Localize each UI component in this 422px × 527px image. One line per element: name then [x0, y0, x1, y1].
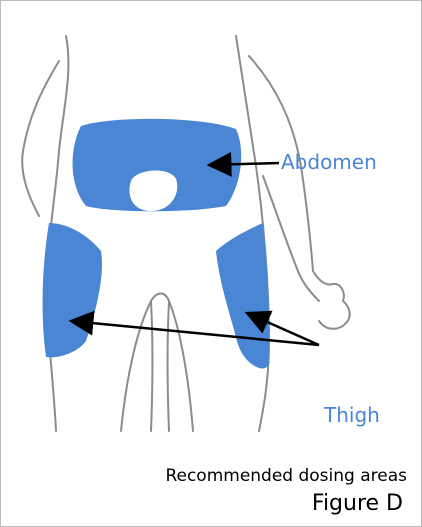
left-thigh-region — [43, 223, 102, 357]
figure-label: Figure D — [312, 491, 403, 516]
right-inner-thigh-line — [168, 301, 170, 431]
thigh-label: Thigh — [323, 403, 380, 427]
abdomen-label: Abdomen — [281, 150, 377, 174]
inner-leg-contour — [121, 294, 193, 432]
left-arm-contour — [22, 61, 59, 216]
left-inner-thigh-line — [151, 301, 153, 431]
caption-text: Recommended dosing areas — [165, 466, 407, 486]
right-thigh-region — [216, 223, 270, 368]
body-diagram: Abdomen Thigh — [1, 1, 421, 461]
left-thigh-arrow — [71, 321, 319, 345]
